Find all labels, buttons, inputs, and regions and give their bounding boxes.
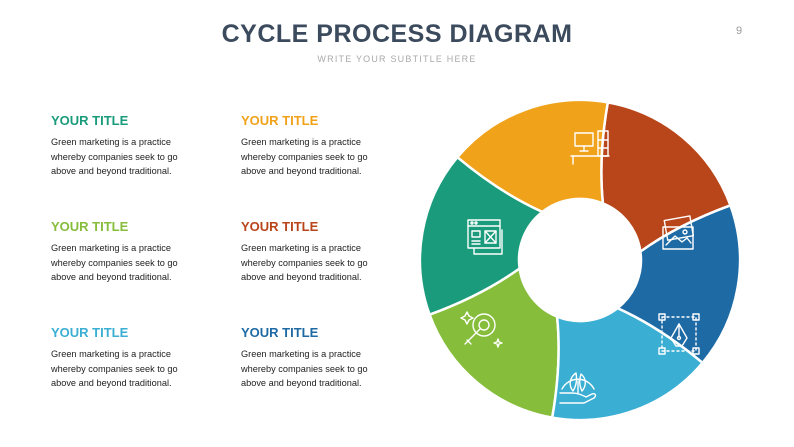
block-text-line: Green marketing is a practice (51, 243, 171, 253)
block-text-line: whereby companies seek to go (51, 257, 178, 268)
block-title: YOUR TITLE (51, 113, 129, 128)
block-title: YOUR TITLE (51, 325, 129, 340)
block-text-line: above and beyond traditional. (241, 166, 362, 176)
block-text-line: Green marketing is a practice (51, 349, 171, 359)
block-text: Green marketing is a practice whereby co… (241, 135, 401, 179)
block-title: YOUR TITLE (241, 219, 319, 234)
cycle-segments (418, 98, 742, 422)
text-block-1: YOUR TITLE Green marketing is a practice… (51, 113, 211, 179)
block-text-line: Green marketing is a practice (241, 349, 361, 359)
block-text-line: whereby companies seek to go (51, 151, 178, 162)
block-text-line: whereby companies seek to go (241, 151, 368, 162)
cycle-segment-orange (456, 98, 610, 214)
text-block-2: YOUR TITLE Green marketing is a practice… (241, 113, 401, 179)
block-text-line: above and beyond traditional. (241, 378, 362, 388)
text-block-4: YOUR TITLE Green marketing is a practice… (241, 219, 401, 285)
block-text-line: above and beyond traditional. (51, 378, 172, 388)
cycle-diagram (418, 98, 742, 422)
block-text-line: Green marketing is a practice (241, 137, 361, 147)
block-text-line: whereby companies seek to go (241, 363, 368, 374)
block-text-line: Green marketing is a practice (51, 137, 171, 147)
block-text-line: above and beyond traditional. (51, 166, 172, 176)
block-text: Green marketing is a practice whereby co… (51, 135, 211, 179)
photo-gallery-icon (662, 215, 695, 250)
block-text-line: above and beyond traditional. (241, 272, 362, 282)
page-title: CYCLE PROCESS DIAGRAM (221, 20, 573, 48)
magic-wand-icon (460, 311, 503, 348)
desk-workspace-icon (570, 130, 610, 165)
page-number: 9 (736, 25, 743, 37)
block-text: Green marketing is a practice whereby co… (51, 347, 211, 391)
pen-tool-vector-icon (658, 313, 700, 355)
block-text-line: whereby companies seek to go (241, 257, 368, 268)
block-text: Green marketing is a practice whereby co… (51, 241, 211, 285)
cycle-center (519, 199, 641, 321)
page-subtitle: WRITE YOUR SUBTITLE HERE (317, 54, 477, 64)
block-title: YOUR TITLE (51, 219, 129, 234)
plant-in-hand-icon (559, 372, 597, 404)
block-text: Green marketing is a practice whereby co… (241, 241, 401, 285)
block-title: YOUR TITLE (241, 325, 319, 340)
web-layout-icon (467, 219, 503, 255)
text-block-6: YOUR TITLE Green marketing is a practice… (241, 325, 401, 391)
cycle-icons (460, 130, 700, 404)
block-text-line: whereby companies seek to go (51, 363, 178, 374)
block-text-line: Green marketing is a practice (241, 243, 361, 253)
text-block-3: YOUR TITLE Green marketing is a practice… (51, 219, 211, 285)
block-text-line: above and beyond traditional. (51, 272, 172, 282)
block-text: Green marketing is a practice whereby co… (241, 347, 401, 391)
block-title: YOUR TITLE (241, 113, 319, 128)
text-block-5: YOUR TITLE Green marketing is a practice… (51, 325, 211, 391)
